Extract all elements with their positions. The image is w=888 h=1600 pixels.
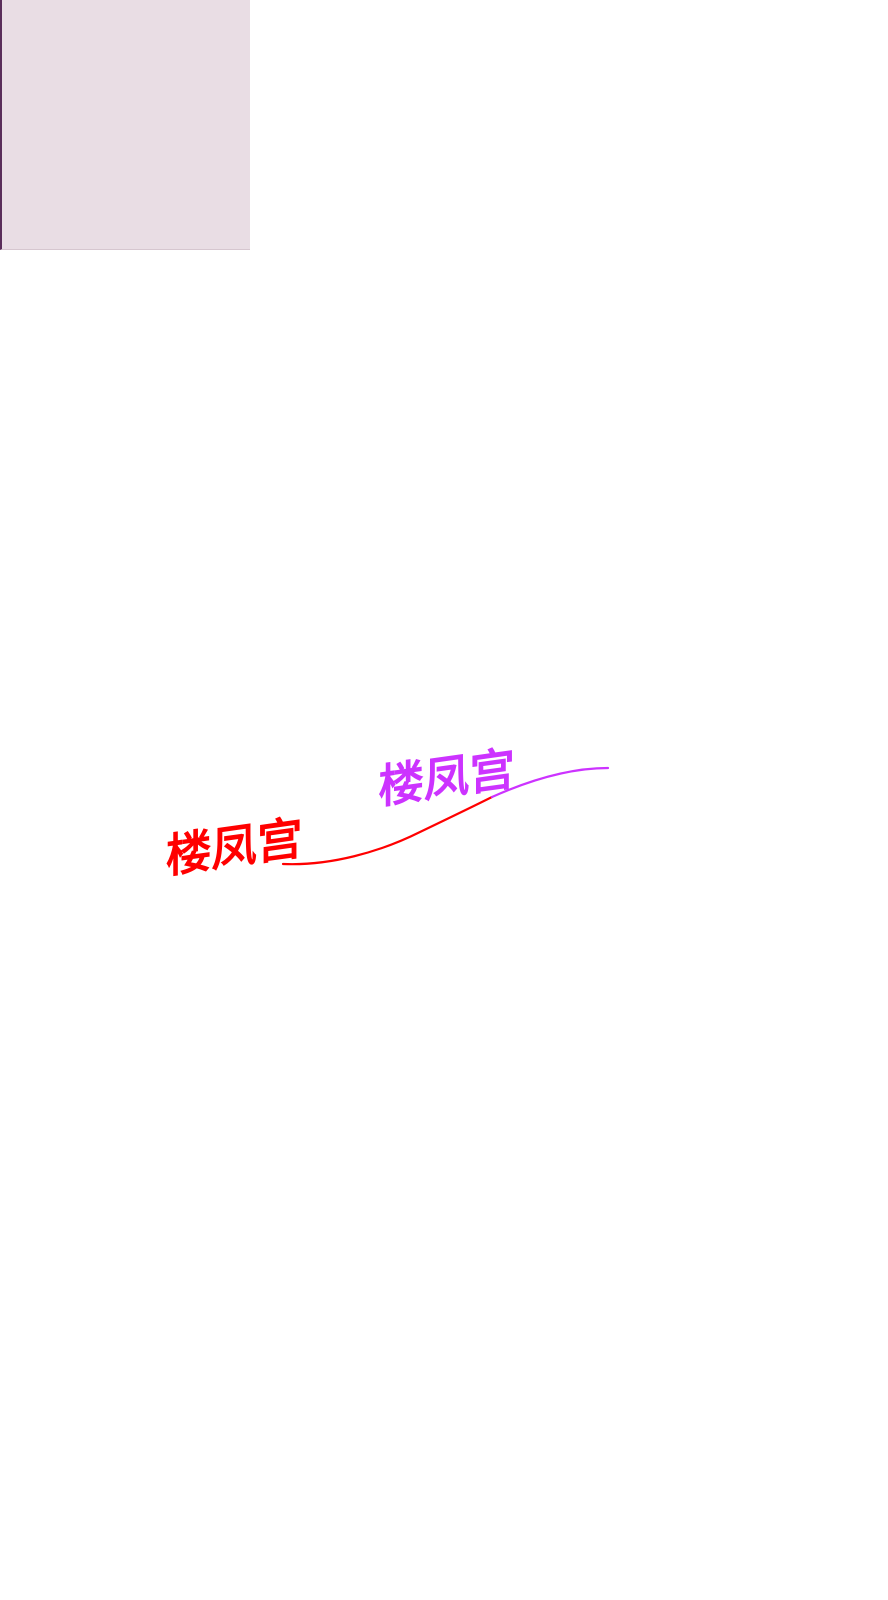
logo-swoosh-red [281, 795, 494, 866]
logo-word-purple: 楼凤宫 [378, 741, 515, 814]
logo-word-red: 楼凤宫 [166, 810, 303, 883]
logo-swoosh-purple [490, 766, 610, 799]
corner-panel [0, 0, 250, 250]
